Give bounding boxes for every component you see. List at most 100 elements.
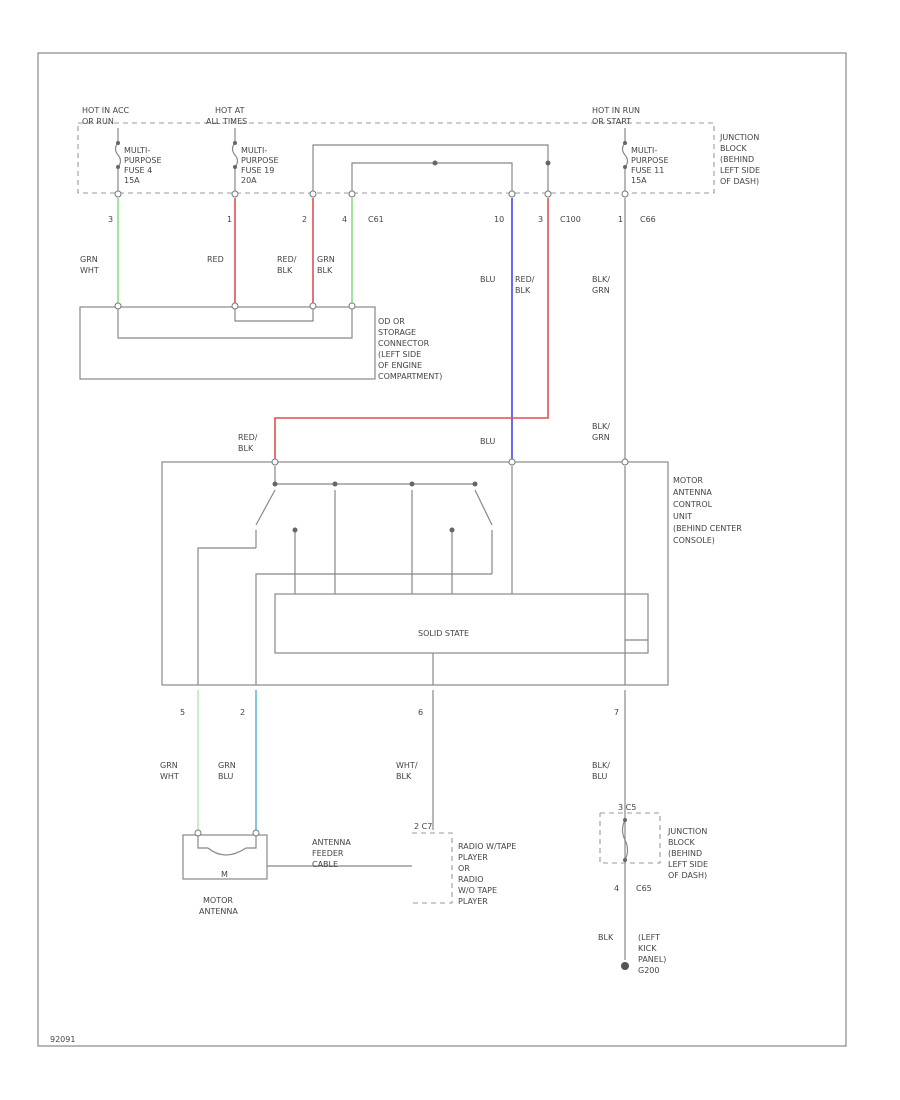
svg-text:OF ENGINE: OF ENGINE	[378, 361, 422, 370]
figure-id: 92091	[50, 1035, 75, 1044]
wire-label-blk-grn-top: BLK/ GRN	[592, 275, 610, 295]
pin-top-6: 3	[538, 215, 543, 224]
svg-text:CONSOLE): CONSOLE)	[673, 536, 715, 545]
svg-text:LEFT SIDE: LEFT SIDE	[720, 166, 760, 175]
svg-text:COMPARTMENT): COMPARTMENT)	[378, 372, 442, 381]
svg-text:UNIT: UNIT	[673, 512, 692, 521]
svg-text:HOT IN RUN: HOT IN RUN	[592, 106, 640, 115]
svg-text:BLK/: BLK/	[592, 275, 610, 284]
svg-text:FUSE 19: FUSE 19	[241, 166, 274, 175]
storage-connector-label: OD OR STORAGE CONNECTOR (LEFT SIDE OF EN…	[378, 317, 442, 381]
junction-block-bottom-label: JUNCTION BLOCK (BEHIND LEFT SIDE OF DASH…	[667, 827, 708, 880]
svg-text:HOT AT: HOT AT	[215, 106, 245, 115]
svg-text:KICK: KICK	[638, 944, 657, 953]
connector-c100: C100	[560, 215, 581, 224]
svg-text:BLK/: BLK/	[592, 422, 610, 431]
svg-text:(BEHIND: (BEHIND	[668, 849, 702, 858]
svg-text:GRN: GRN	[80, 255, 98, 264]
svg-text:MOTOR: MOTOR	[673, 476, 703, 485]
svg-text:CONNECTOR: CONNECTOR	[378, 339, 430, 348]
fuse-11-label: MULTI- PURPOSE FUSE 11 15A	[631, 146, 669, 185]
svg-text:HOT IN ACC: HOT IN ACC	[82, 106, 130, 115]
pin-top-5: 10	[494, 215, 504, 224]
pin-bottom-1: 5	[180, 708, 185, 717]
svg-text:BLK: BLK	[238, 444, 254, 453]
source-hot-all-times: HOT AT ALL TIMES	[206, 106, 247, 126]
wire-label-blk-grn-mid: BLK/ GRN	[592, 422, 610, 442]
svg-text:MULTI-: MULTI-	[124, 146, 150, 155]
svg-text:ALL TIMES: ALL TIMES	[206, 117, 247, 126]
ground-point	[621, 962, 629, 970]
svg-text:(BEHIND: (BEHIND	[720, 155, 754, 164]
svg-text:RED/: RED/	[277, 255, 297, 264]
svg-text:BLK: BLK	[515, 286, 531, 295]
connector-c66: C66	[640, 215, 656, 224]
svg-text:(LEFT: (LEFT	[638, 933, 660, 942]
svg-text:RED/: RED/	[515, 275, 535, 284]
svg-text:G200: G200	[638, 966, 659, 975]
fuse-4-label: MULTI- PURPOSE FUSE 4 15A	[124, 146, 162, 185]
svg-text:WHT: WHT	[160, 772, 179, 781]
wire-label-red-blk-right: RED/ BLK	[515, 275, 535, 295]
svg-text:LEFT SIDE: LEFT SIDE	[668, 860, 708, 869]
junction-bottom-pin-top: 3 C5	[618, 803, 636, 812]
wire-label-blu-mid: BLU	[480, 437, 496, 446]
fuse-19-label: MULTI- PURPOSE FUSE 19 20A	[241, 146, 279, 185]
svg-text:W/O TAPE: W/O TAPE	[458, 886, 497, 895]
svg-text:BLK: BLK	[317, 266, 333, 275]
pin-top-1: 3	[108, 215, 113, 224]
wire-label-blk-blu-bottom: BLK/ BLU	[592, 761, 610, 781]
pin-top-3: 2	[302, 215, 307, 224]
svg-text:(BEHIND CENTER: (BEHIND CENTER	[673, 524, 742, 533]
svg-text:FUSE 11: FUSE 11	[631, 166, 664, 175]
solid-state-block	[274, 593, 649, 654]
junction-block-bottom-outline	[599, 812, 661, 864]
source-hot-acc: HOT IN ACC OR RUN	[82, 106, 130, 126]
radio-pin: 2 C7	[414, 822, 432, 831]
motor-symbol: M	[221, 870, 228, 879]
svg-text:FEEDER: FEEDER	[312, 849, 344, 858]
pin-top-2: 1	[227, 215, 232, 224]
svg-text:BLK: BLK	[396, 772, 412, 781]
ground-label: (LEFT KICK PANEL) G200	[638, 933, 666, 975]
wire-label-red: RED	[207, 255, 224, 264]
svg-text:(LEFT SIDE: (LEFT SIDE	[378, 350, 421, 359]
svg-text:GRN: GRN	[317, 255, 335, 264]
wire-label-red-blk-mid: RED/ BLK	[238, 433, 258, 453]
svg-text:RED/: RED/	[238, 433, 258, 442]
wire-label-red-blk: RED/ BLK	[277, 255, 297, 275]
svg-text:PURPOSE: PURPOSE	[631, 156, 669, 165]
motor-antenna-box	[182, 834, 268, 880]
svg-text:MOTOR: MOTOR	[203, 896, 233, 905]
wire-label-blu-top: BLU	[480, 275, 496, 284]
svg-text:OR START: OR START	[592, 117, 631, 126]
svg-text:OD OR: OD OR	[378, 317, 405, 326]
svg-text:ANTENNA: ANTENNA	[312, 838, 351, 847]
svg-text:JUNCTION: JUNCTION	[667, 827, 707, 836]
svg-text:CONTROL: CONTROL	[673, 500, 713, 509]
svg-text:CABLE: CABLE	[312, 860, 338, 869]
pin-top-4: 4	[342, 215, 347, 224]
svg-text:ANTENNA: ANTENNA	[673, 488, 712, 497]
svg-text:20A: 20A	[241, 176, 257, 185]
svg-text:OF DASH): OF DASH)	[720, 177, 759, 186]
pin-top-7: 1	[618, 215, 623, 224]
junction-block-top-label: JUNCTION BLOCK (BEHIND LEFT SIDE OF DASH…	[719, 133, 760, 186]
feeder-cable-label: ANTENNA FEEDER CABLE	[312, 838, 351, 869]
wire-label-grn-blu-bottom: GRN BLU	[218, 761, 236, 781]
svg-text:MULTI-: MULTI-	[241, 146, 267, 155]
svg-text:BLK: BLK	[277, 266, 293, 275]
wire-label-grn-blk: GRN BLK	[317, 255, 335, 275]
wire-label-wht-blk-bottom: WHT/ BLK	[396, 761, 418, 781]
storage-connector-box	[79, 306, 376, 380]
motor-antenna-control-unit-box	[161, 461, 669, 686]
svg-text:BLK/: BLK/	[592, 761, 610, 770]
control-unit-label: MOTOR ANTENNA CONTROL UNIT (BEHIND CENTE…	[673, 476, 742, 545]
svg-text:BLU: BLU	[592, 772, 608, 781]
pin-bottom-2: 2	[240, 708, 245, 717]
connector-c61: C61	[368, 215, 384, 224]
svg-text:FUSE 4: FUSE 4	[124, 166, 152, 175]
svg-text:GRN: GRN	[592, 286, 610, 295]
svg-text:BLOCK: BLOCK	[668, 838, 696, 847]
wire-label-blk-ground: BLK	[598, 933, 614, 942]
